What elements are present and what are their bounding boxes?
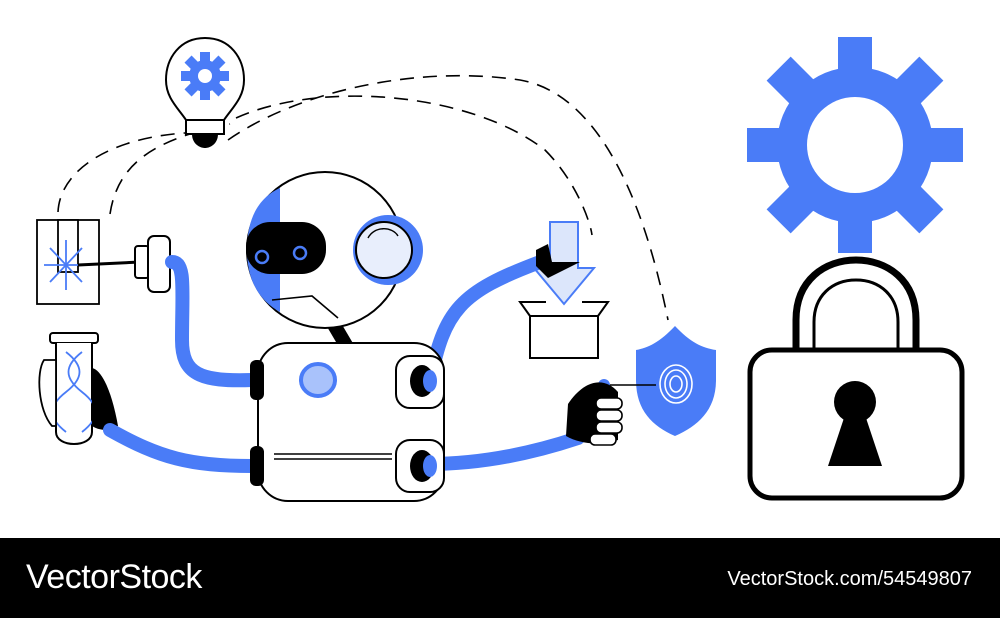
robot-automation-illustration (36, 36, 965, 502)
lightbulb-gear-icon (164, 36, 246, 148)
laser-device-icon (36, 219, 171, 305)
shield-fingerprint-icon (598, 326, 716, 436)
robot-head (246, 171, 423, 356)
robot-body (250, 342, 445, 502)
download-box-icon (518, 221, 610, 359)
dashed-connection-arcs (57, 74, 669, 321)
robot-grippers (536, 244, 623, 446)
watermark-footer: VectorStock VectorStock.com/54549807 (0, 538, 1000, 618)
padlock-icon (747, 256, 965, 501)
watermark-image-id: VectorStock.com/54549807 (727, 568, 972, 590)
watermark-brand: VectorStock (26, 558, 202, 596)
test-tube-dna-icon (38, 332, 118, 445)
gear-icon (747, 37, 963, 253)
